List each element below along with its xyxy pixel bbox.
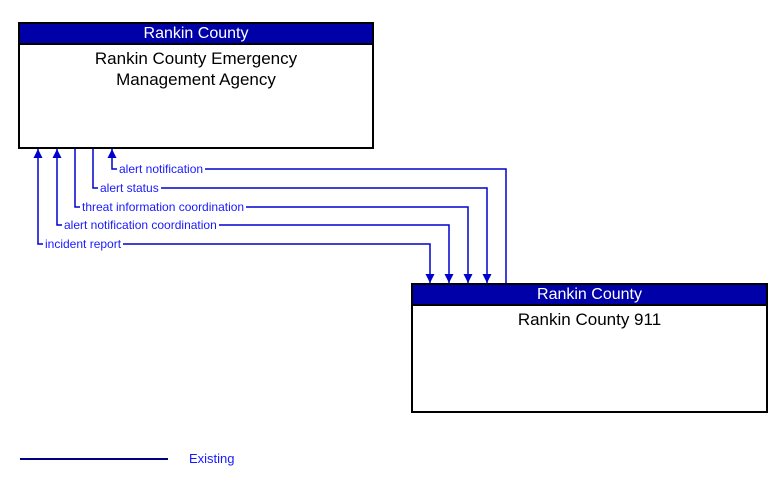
arrow-down-icon [482, 274, 492, 283]
arrow-down-icon [463, 274, 473, 283]
entity-box-rankin-county-911[interactable]: Rankin County Rankin County 911 [411, 283, 768, 413]
flow-label-alert-notification-coordination[interactable]: alert notification coordination [62, 218, 219, 232]
entity-body: Rankin County 911 [517, 310, 662, 329]
flow-line [56, 148, 450, 284]
flow-line [74, 148, 469, 284]
flow-label-alert-status[interactable]: alert status [98, 181, 161, 195]
entity-box-emergency-management-agency[interactable]: Rankin County Rankin County Emergency Ma… [18, 22, 374, 149]
entity-header: Rankin County [20, 24, 372, 45]
arrow-up-icon [107, 149, 117, 158]
flow-label-alert-notification[interactable]: alert notification [117, 162, 206, 176]
flow-line [111, 148, 507, 284]
arrow-up-icon [33, 149, 43, 158]
flow-label-incident-report[interactable]: incident report [43, 237, 124, 251]
entity-body: Rankin County Emergency Management Agenc… [94, 49, 298, 89]
arrow-up-icon [52, 149, 62, 158]
flow-label-threat-information-coordination[interactable]: threat information coordination [80, 200, 247, 214]
flow-line [37, 148, 431, 284]
flow-line [92, 148, 488, 284]
arrow-down-icon [425, 274, 435, 283]
arrow-down-icon [444, 274, 454, 283]
entity-header: Rankin County [413, 285, 766, 306]
